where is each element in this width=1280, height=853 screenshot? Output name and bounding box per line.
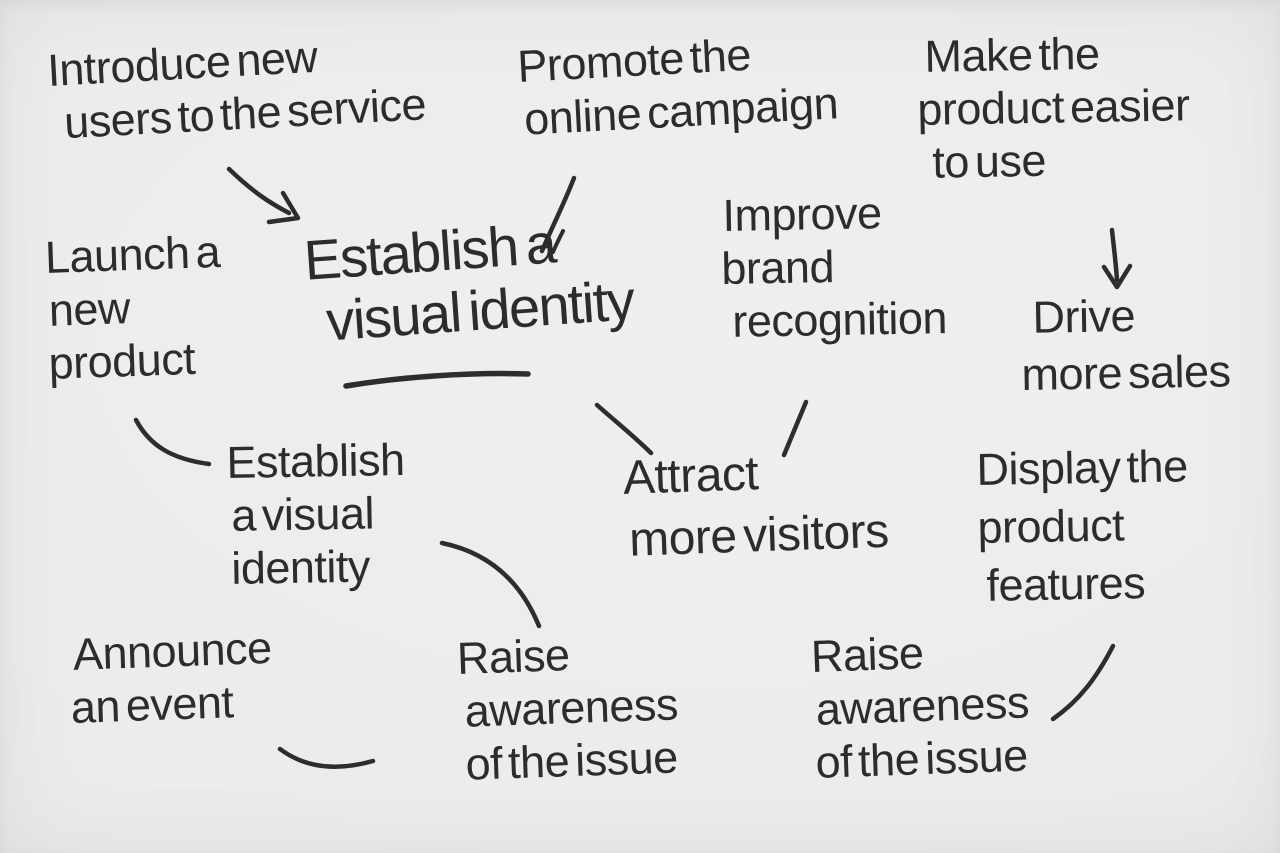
underline-stroke [343, 370, 531, 389]
curve-connector [133, 417, 212, 467]
node-text-line: Attract [622, 447, 760, 505]
node-text-line: product easier [916, 79, 1190, 135]
node-drive-sales: Drive more sales [1020, 285, 1231, 403]
node-text-line: to use [931, 134, 1047, 188]
node-introduce-users: Introduce new users to the service [46, 24, 427, 150]
arrowhead-icon [266, 190, 301, 225]
node-improve-brand: Improve brand recognition [720, 185, 947, 348]
node-text-line: Launch a [44, 225, 221, 283]
node-make-product-easier: Make the product easier to use [916, 25, 1191, 189]
curved-arrow-connector [226, 166, 292, 216]
node-attract-visitors: Attract more visitors [620, 439, 890, 572]
node-raise-awareness-1: Raise awareness of the issue [456, 624, 681, 791]
node-text-line: product [47, 332, 197, 389]
node-text-line: a visual [230, 487, 375, 541]
node-text-line: features [986, 557, 1146, 611]
node-text-line: product [977, 499, 1125, 553]
node-text-line: awareness [814, 676, 1030, 735]
curve-connector [439, 540, 542, 629]
node-text-line: Raise [456, 629, 571, 684]
node-text-line: identity [230, 540, 371, 594]
curve-connector [1050, 643, 1116, 722]
node-announce-event: Announce an event [68, 621, 274, 734]
node-text-line: of the issue [464, 731, 679, 790]
node-text-line: awareness [463, 678, 679, 737]
node-text-line: an event [69, 676, 235, 733]
node-text-line: Display the [976, 440, 1189, 495]
node-display-features: Display the product features [976, 437, 1190, 615]
node-text-line: more sales [1021, 345, 1231, 400]
line-connector [594, 402, 654, 456]
node-text-line: Establish [226, 433, 405, 488]
node-promote-campaign: Promote the online campaign [516, 23, 839, 146]
node-establish-identity-2: Establish a visual identity [226, 433, 407, 595]
node-raise-awareness-2: Raise awareness of the issue [810, 622, 1032, 788]
node-text-line: of the issue [814, 729, 1029, 788]
node-establish-identity-main: Establish a visual identity [302, 207, 636, 353]
node-launch-product: Launch a new product [44, 225, 225, 390]
node-text-line: Drive [1032, 290, 1136, 343]
node-text-line: Announce [72, 621, 273, 680]
node-text-line: brand [720, 241, 835, 294]
arrowhead-icon [1101, 263, 1133, 290]
node-text-line: Make the [924, 27, 1100, 82]
curve-connector [277, 746, 376, 769]
node-text-line: Improve [722, 187, 882, 241]
down-arrow-connector [1109, 227, 1120, 283]
node-text-line: recognition [731, 292, 948, 347]
node-text-line: Raise [810, 627, 925, 682]
node-text-line: new [47, 282, 131, 336]
node-text-line: more visitors [628, 504, 890, 567]
